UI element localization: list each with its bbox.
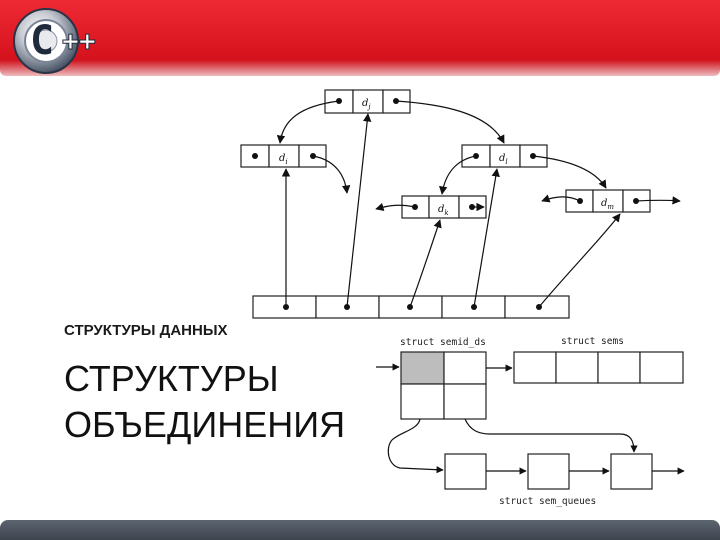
logo-plus: ++ [62, 24, 96, 57]
sems-array [513, 351, 684, 384]
svg-text:di: di [279, 153, 288, 166]
footer-bar [0, 520, 720, 540]
svg-text:dm: dm [601, 198, 614, 211]
struct-semid-ds-label: struct semid_ds [400, 337, 486, 348]
sem-queues [444, 453, 653, 490]
slide-subtitle: СТРУКТУРЫ ДАННЫХ [64, 322, 228, 339]
slide-title-line-2: ОБЪЕДИНЕНИЯ [64, 404, 346, 445]
header-shade [0, 60, 720, 80]
node-dk [401, 195, 487, 219]
struct-sem-queues-label: struct sem_queues [499, 496, 597, 507]
svg-text:dj: dj [362, 98, 371, 111]
slide-title: СТРУКТУРЫ ОБЪЕДИНЕНИЯ [64, 356, 345, 448]
svg-text:dl: dl [499, 153, 508, 166]
semid-ds-block [400, 351, 487, 420]
svg-text:dk: dk [438, 204, 449, 217]
cpp-logo: C ++ [13, 8, 96, 74]
struct-sems-label: struct sems [561, 336, 624, 347]
slide-title-line-1: СТРУКТУРЫ [64, 358, 279, 399]
logo-letter: C [30, 18, 54, 64]
